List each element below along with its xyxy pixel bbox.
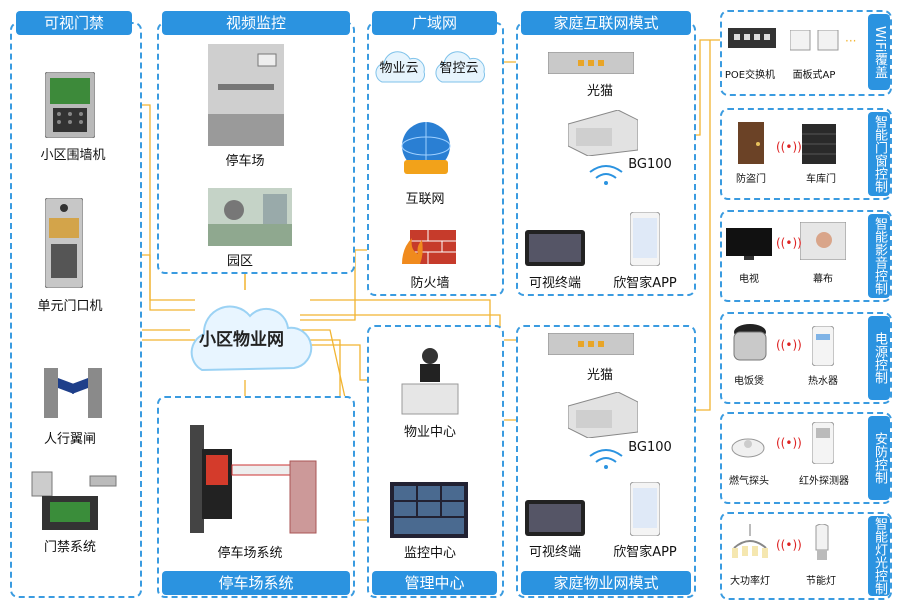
terminal2-label: 可视终端 — [528, 545, 581, 560]
chandelier-label: 大功率灯 — [730, 576, 770, 587]
panel-home-property-title: 家庭物业网模式 — [521, 571, 691, 595]
wifi1-icon — [589, 165, 623, 185]
property-center-icon — [401, 348, 459, 415]
internet-globe-icon — [401, 122, 451, 174]
firewall-icon — [402, 230, 456, 264]
tab-door: 智能门窗控制 — [868, 112, 890, 196]
tab-av: 智能影音控制 — [868, 214, 890, 298]
access-sys-label: 门禁系统 — [43, 540, 96, 555]
panel-home-property — [516, 325, 696, 598]
parking-cam-label: 停车场 — [225, 154, 265, 169]
signal-icon-light: ((•)) — [776, 538, 802, 552]
cloud-smart-label: 智控云 — [439, 61, 479, 76]
gas-detector-icon — [731, 438, 765, 458]
panel-video-title: 视频监控 — [162, 11, 350, 35]
signal-icon-av: ((•)) — [776, 236, 802, 250]
internet-label: 互联网 — [405, 192, 445, 207]
ap-label: 面板式AP — [792, 70, 836, 81]
bg2-icon — [568, 392, 638, 438]
app2-icon — [630, 482, 660, 536]
bulb-icon — [815, 524, 829, 560]
tab-wifi: WiFi覆盖 — [868, 14, 890, 90]
cloud-property-icon — [375, 51, 425, 83]
bg1-icon — [568, 110, 638, 156]
app2-label: 欣智家APP — [613, 545, 677, 560]
poe-label: POE交换机 — [724, 70, 776, 81]
ir-label: 红外探测器 — [799, 476, 849, 487]
chandelier-icon — [732, 524, 768, 558]
panel-home-internet-title: 家庭互联网模式 — [521, 11, 691, 35]
wall-unit-label: 小区围墙机 — [40, 148, 106, 163]
cloud-smart-icon — [435, 51, 485, 83]
modem2-icon — [548, 333, 634, 355]
garden-icon — [208, 188, 292, 246]
anti-theft-label: 防盗门 — [736, 174, 766, 185]
community-net-label: 小区物业网 — [199, 330, 284, 350]
modem1-icon — [548, 52, 634, 74]
garden-label: 园区 — [226, 254, 253, 269]
signal-icon-security: ((•)) — [776, 436, 802, 450]
app1-label: 欣智家APP — [613, 276, 677, 291]
screen-label: 幕布 — [813, 274, 833, 285]
panel-security — [720, 412, 892, 504]
panel-light — [720, 512, 892, 600]
app1-icon — [630, 212, 660, 266]
wall-unit-icon — [45, 72, 95, 138]
terminal1-label: 可视终端 — [528, 276, 581, 291]
tab-power: 电源控制 — [868, 316, 890, 400]
heater-icon — [812, 326, 834, 366]
garage-label: 车库门 — [806, 174, 836, 185]
ir-detector-icon — [812, 422, 834, 464]
anti-theft-door-icon — [738, 122, 764, 164]
tab-security: 安防控制 — [868, 416, 890, 500]
tv-icon — [726, 228, 772, 260]
panel-access-title: 可视门禁 — [16, 11, 132, 35]
screen-icon — [800, 222, 846, 260]
signal-icon-door: ((•)) — [776, 140, 802, 154]
wifi2-icon — [589, 449, 623, 469]
more-dots-1: ··· — [845, 34, 857, 48]
panel-wan-title: 广域网 — [372, 11, 497, 35]
panel-mgmt-title: 管理中心 — [372, 571, 497, 595]
unit-door-icon — [45, 198, 83, 288]
modem2-label: 光猫 — [586, 368, 613, 383]
modem1-label: 光猫 — [586, 84, 613, 99]
bg2-label: BG100 — [628, 440, 672, 455]
panel-ap-icon — [790, 30, 839, 51]
parking-sys-icon — [190, 425, 317, 534]
tv-label: 电视 — [739, 274, 759, 285]
bulb-label: 节能灯 — [806, 576, 836, 587]
parking-sys-label: 停车场系统 — [217, 546, 283, 561]
turnstile-label: 人行翼闸 — [43, 432, 96, 447]
poe-switch-icon — [728, 28, 776, 48]
terminal1-icon — [525, 230, 585, 266]
gas-label: 燃气探头 — [729, 476, 769, 487]
garage-door-icon — [802, 124, 836, 164]
community-net-cloud — [190, 305, 313, 372]
unit-door-label: 单元门口机 — [37, 299, 103, 314]
tab-light: 智能灯光控制 — [868, 516, 890, 596]
turnstile-icon — [44, 368, 102, 418]
panel-parking-title: 停车场系统 — [162, 571, 350, 595]
firewall-label: 防火墙 — [410, 276, 450, 291]
cloud-property-label: 物业云 — [379, 61, 419, 76]
cooker-label: 电饭煲 — [734, 376, 764, 387]
cooker-icon — [733, 324, 767, 361]
bg1-label: BG100 — [628, 157, 672, 172]
parking-cam-icon — [208, 44, 284, 146]
signal-icon-power: ((•)) — [776, 338, 802, 352]
property-center-label: 物业中心 — [403, 425, 456, 440]
heater-label: 热水器 — [808, 376, 838, 387]
access-sys-icon — [31, 471, 117, 530]
terminal2-icon — [525, 500, 585, 536]
monitor-center-label: 监控中心 — [403, 546, 456, 561]
panel-wifi — [720, 10, 892, 96]
monitor-center-icon — [390, 482, 468, 538]
